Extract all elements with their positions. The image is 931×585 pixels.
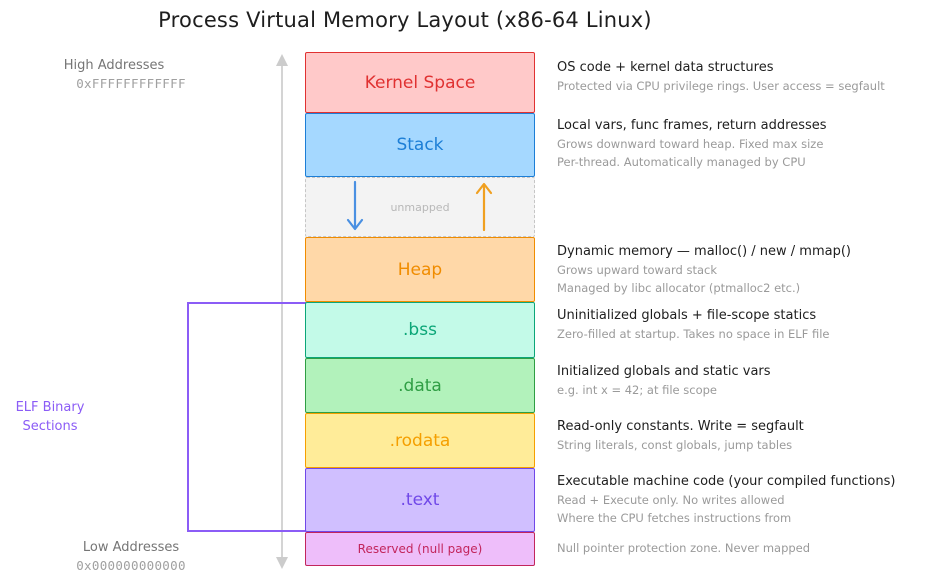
description-detail: e.g. int x = 42; at file scope — [557, 383, 718, 397]
description-text: Executable machine code (your compiled f… — [557, 473, 927, 527]
segment-kernel-space: Kernel Space — [305, 52, 535, 113]
segment-data: .data — [305, 358, 535, 413]
description-detail: Per-thread. Automatically managed by CPU — [557, 155, 806, 169]
description-main: Uninitialized globals + file-scope stati… — [557, 308, 817, 323]
elf-label-line-2: Sections — [22, 419, 78, 434]
description-detail: Protected via CPU privilege rings. User … — [557, 79, 885, 93]
description-main: Read-only constants. Write = segfault — [557, 419, 804, 434]
stack-grows-down-arrow-icon — [346, 180, 364, 231]
segment-reserved-null-page: Reserved (null page) — [305, 532, 535, 566]
description-detail: Grows downward toward heap. Fixed max si… — [557, 137, 824, 151]
description-detail: Where the CPU fetches instructions from — [557, 511, 792, 525]
description-detail: Zero-filled at startup. Takes no space i… — [557, 327, 830, 341]
low-addresses-value: 0x000000000000 — [76, 558, 186, 573]
low-addresses-label: Low Addresses — [82, 540, 180, 555]
high-addresses-label: High Addresses — [63, 58, 165, 73]
description-reserved: Null pointer protection zone. Never mapp… — [557, 539, 927, 557]
description-main: Executable machine code (your compiled f… — [557, 474, 896, 489]
elf-binary-label: ELF Binary Sections — [0, 398, 100, 436]
segment-bss: .bss — [305, 302, 535, 358]
axis-down-arrow-icon — [276, 557, 288, 569]
axis-up-arrow-icon — [276, 54, 288, 66]
heap-grows-up-arrow-icon — [475, 182, 493, 232]
elf-label-line-1: ELF Binary — [15, 400, 85, 415]
description-detail: Null pointer protection zone. Never mapp… — [557, 541, 811, 555]
description-bss: Uninitialized globals + file-scope stati… — [557, 307, 927, 343]
elf-binary-bracket — [187, 302, 306, 532]
description-detail: String literals, const globals, jump tab… — [557, 438, 793, 452]
description-detail: Grows upward toward stack — [557, 263, 718, 277]
diagram-title: Process Virtual Memory Layout (x86-64 Li… — [158, 8, 652, 32]
description-main: Dynamic memory — malloc() / new / mmap() — [557, 244, 851, 259]
address-axis — [281, 60, 283, 565]
segment-stack: Stack — [305, 113, 535, 177]
description-stack: Local vars, func frames, return addresse… — [557, 117, 927, 171]
description-heap: Dynamic memory — malloc() / new / mmap()… — [557, 243, 927, 297]
segment-heap: Heap — [305, 237, 535, 302]
description-data: Initialized globals and static vars e.g.… — [557, 363, 927, 399]
segment-text: .text — [305, 468, 535, 532]
description-detail: Managed by libc allocator (ptmalloc2 etc… — [557, 281, 801, 295]
high-addresses-value: 0xFFFFFFFFFFFF — [76, 76, 186, 91]
description-kernel-space: OS code + kernel data structures Protect… — [557, 59, 927, 95]
description-rodata: Read-only constants. Write = segfault St… — [557, 418, 927, 454]
description-main: Initialized globals and static vars — [557, 364, 771, 379]
description-main: OS code + kernel data structures — [557, 60, 774, 75]
segment-rodata: .rodata — [305, 413, 535, 468]
description-detail: Read + Execute only. No writes allowed — [557, 493, 785, 507]
segment-unmapped: unmapped — [305, 177, 535, 237]
description-main: Local vars, func frames, return addresse… — [557, 118, 827, 133]
